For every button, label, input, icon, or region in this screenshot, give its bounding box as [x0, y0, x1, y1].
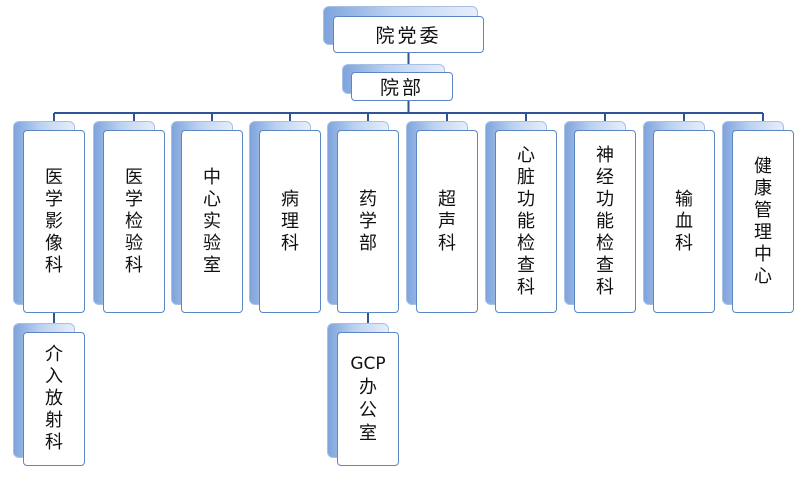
node-medical-imaging[interactable]: 医学影像科: [13, 121, 85, 313]
node-neural-function[interactable]: 神经功能检查科: [564, 121, 636, 313]
node-label: 超声科: [438, 188, 456, 254]
node-hospital-office[interactable]: 院部: [342, 64, 453, 101]
node-label: 病理科: [281, 188, 299, 254]
node-medical-laboratory[interactable]: 医学检验科: [93, 121, 165, 313]
node-blood-transfusion[interactable]: 输血科: [643, 121, 715, 313]
node-label: 医学影像科: [45, 166, 63, 276]
node-interventional-radiology[interactable]: 介入放射科: [13, 323, 85, 466]
node-health-management[interactable]: 健康管理中心: [722, 121, 794, 313]
node-label: 神经功能检查科: [596, 144, 614, 298]
node-label: 医学检验科: [125, 166, 143, 276]
node-label: 药学部: [359, 188, 377, 254]
node-label: 输血科: [675, 188, 693, 254]
node-cardiac-function[interactable]: 心脏功能检查科: [485, 121, 557, 313]
node-label: 心脏功能检查科: [517, 144, 535, 298]
node-central-laboratory[interactable]: 中心实验室: [171, 121, 243, 313]
node-pathology[interactable]: 病理科: [249, 121, 321, 313]
node-label: 院部: [379, 77, 424, 99]
node-label: 健康管理中心: [754, 155, 772, 287]
node-pharmacy[interactable]: 药学部: [327, 121, 399, 313]
node-ultrasound[interactable]: 超声科: [406, 121, 478, 313]
node-hospital-party-committee[interactable]: 院党委: [323, 6, 486, 53]
node-label: 介入放射科: [45, 344, 63, 453]
node-label: 中心实验室: [203, 166, 221, 276]
node-label: 院党委: [375, 25, 442, 47]
